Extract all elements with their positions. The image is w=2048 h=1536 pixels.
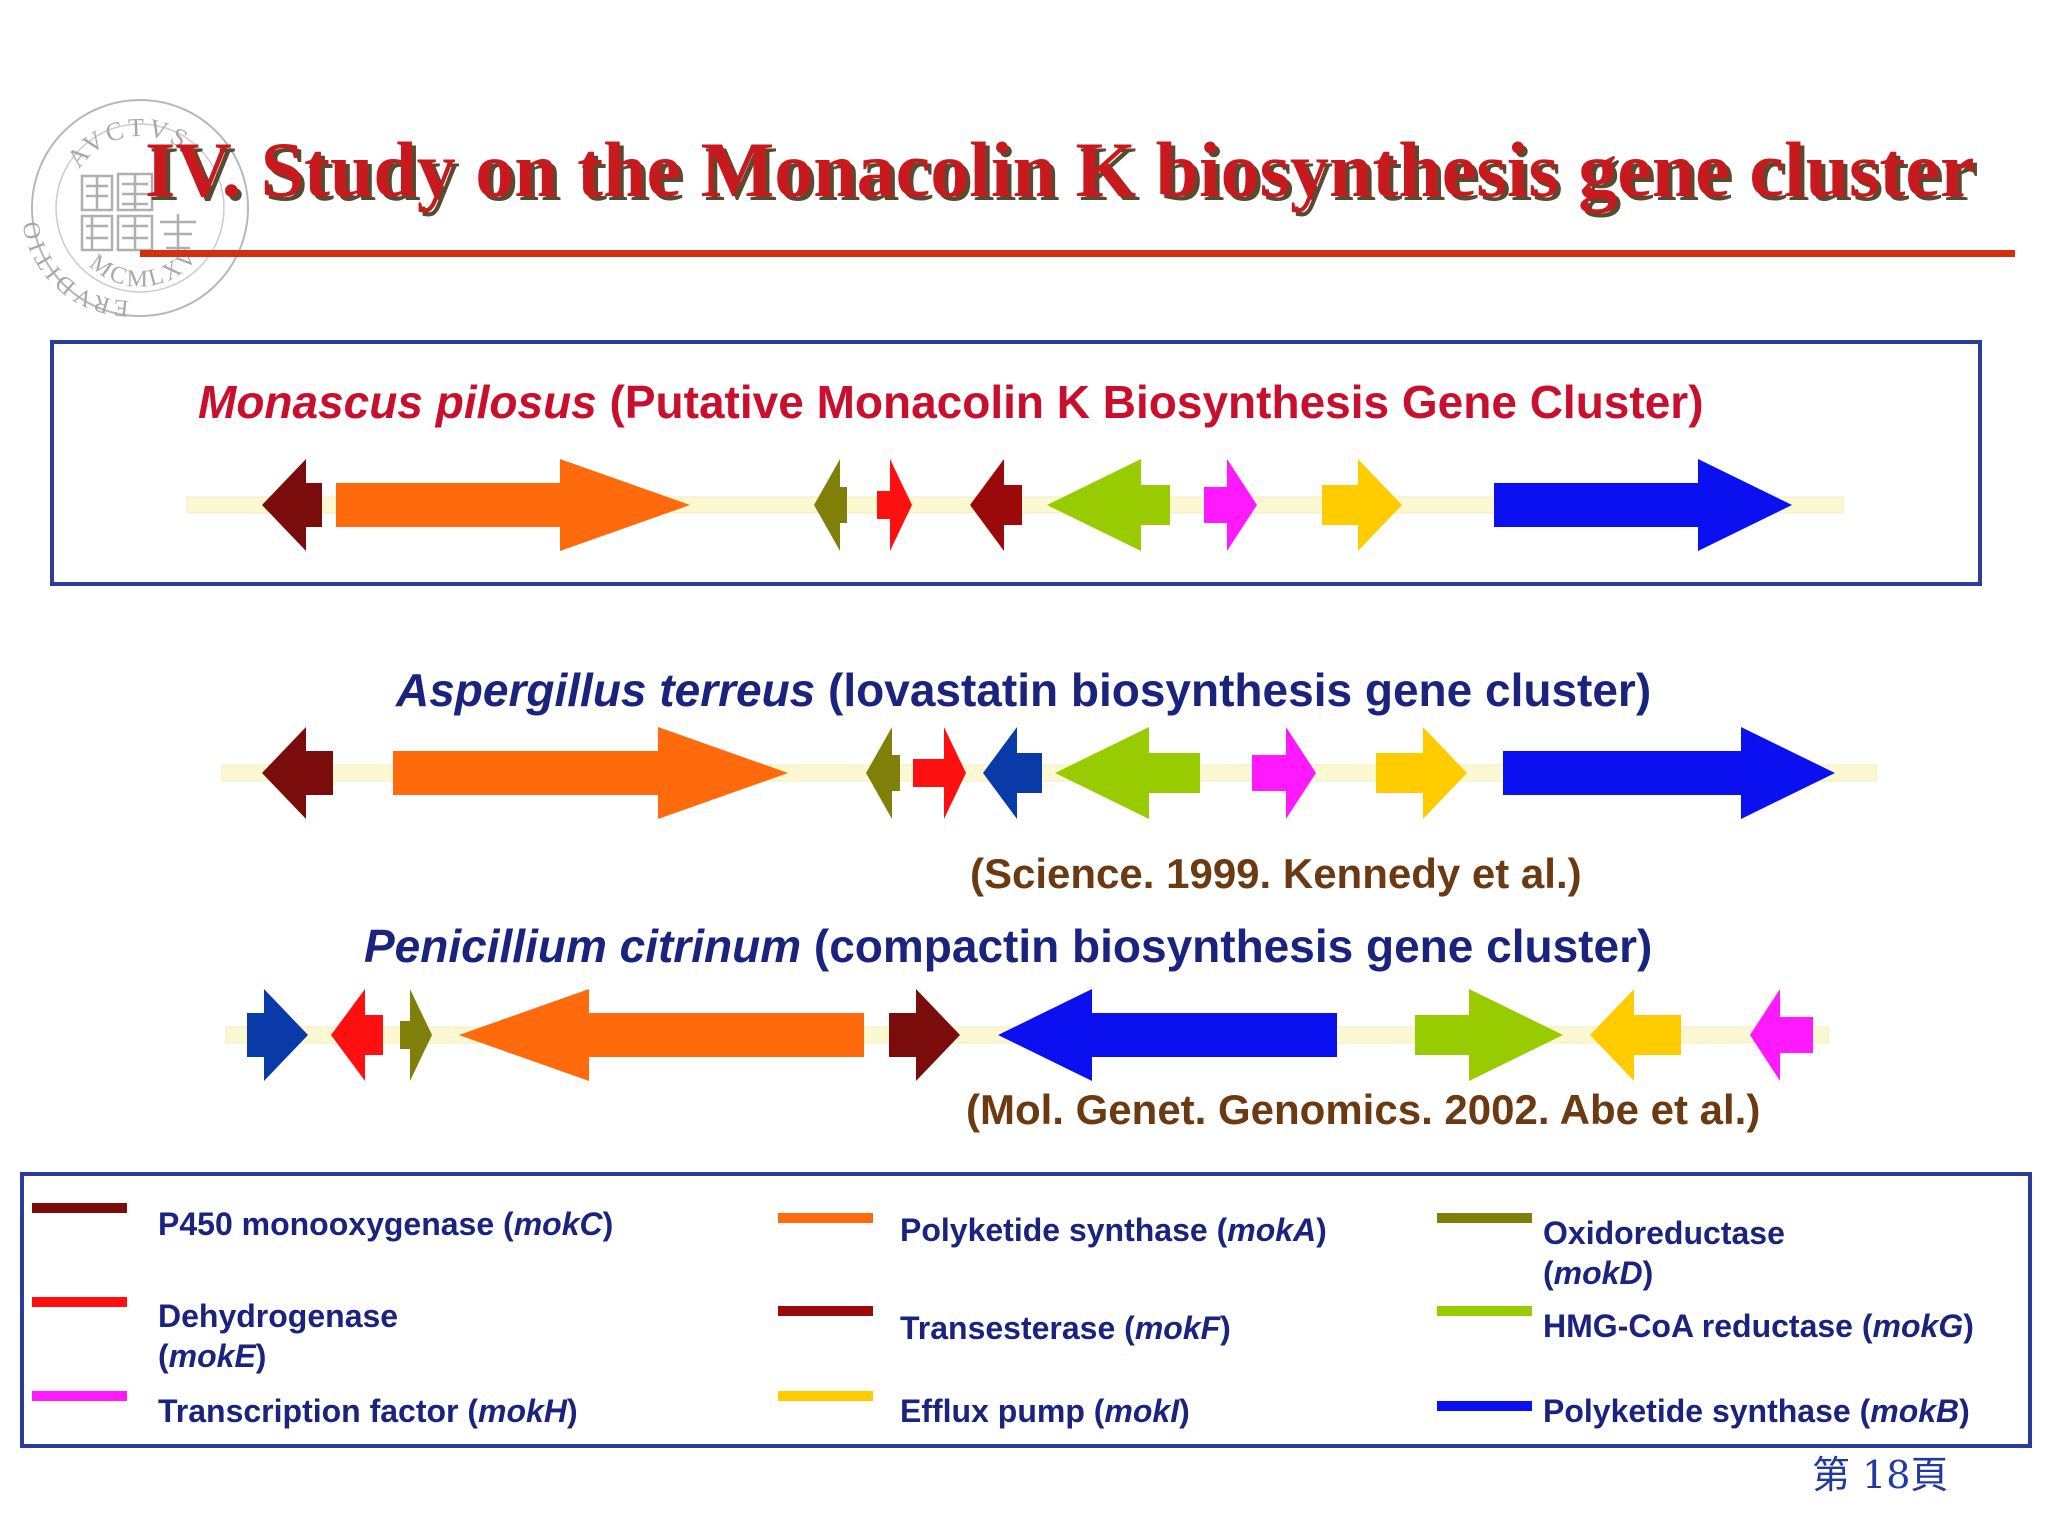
gene-arrow [1322, 459, 1402, 551]
gene-arrow [866, 727, 900, 819]
legend-swatch [32, 1391, 127, 1401]
legend-gene-name: mokF [1134, 1310, 1221, 1346]
legend-label: P450 monooxygenase (mokC) [158, 1206, 614, 1242]
legend-swatch [1437, 1213, 1532, 1223]
gene-arrow [262, 727, 333, 819]
gene-arrow [1590, 989, 1681, 1081]
gene-arrow [1047, 459, 1170, 551]
gene-arrow [1204, 459, 1257, 551]
gene-arrow [1750, 989, 1813, 1081]
monascus-gene-cluster-map [186, 459, 1844, 551]
gene-arrow [1376, 727, 1467, 819]
gene-arrow [983, 727, 1042, 819]
aspergillus-cluster-description: (lovastatin biosynthesis gene cluster) [828, 664, 1652, 716]
gene-arrow [1252, 727, 1316, 819]
gene-arrow [877, 459, 912, 551]
gene-arrow [913, 727, 966, 819]
legend-gene-name: mokC [513, 1206, 603, 1242]
gene-arrow [459, 989, 864, 1081]
legend-swatch [1437, 1401, 1532, 1411]
gene-arrow [889, 989, 960, 1081]
legend-gene-name: mokA [1227, 1212, 1317, 1248]
gene-arrow [1503, 727, 1835, 819]
gene-legend-box [20, 1172, 2032, 1448]
gene-arrow [331, 989, 383, 1081]
gene-arrow [1415, 989, 1563, 1081]
gene-arrow [998, 989, 1337, 1081]
penicillium-cluster-heading: Penicillium citrinum (compactin biosynth… [364, 918, 1652, 974]
legend-label: Oxidoreductase(mokD) [1543, 1215, 1785, 1291]
legend-label: Polyketide synthase (mokA) [900, 1212, 1327, 1248]
monascus-cluster-description: (Putative Monacolin K Biosynthesis Gene … [609, 376, 1704, 428]
gene-arrow [393, 727, 788, 819]
legend-label: Dehydrogenase(mokE) [158, 1298, 399, 1374]
gene-arrow [336, 459, 690, 551]
penicillium-cluster-description: (compactin biosynthesis gene cluster) [813, 920, 1653, 972]
legend-gene-name: mokH [478, 1393, 567, 1429]
gene-arrow [400, 989, 432, 1081]
legend-gene-name: mokE [168, 1338, 256, 1374]
title-underline [140, 250, 2015, 257]
gene-arrow [814, 459, 847, 551]
penicillium-reference: (Mol. Genet. Genomics. 2002. Abe et al.) [966, 1086, 1761, 1133]
monascus-species-name: Monascus pilosus [198, 376, 597, 428]
slide-title: IV. Study on the Monacolin K biosynthesi… [145, 126, 1975, 213]
penicillium-gene-cluster-map [225, 989, 1829, 1081]
legend-swatch [32, 1203, 127, 1213]
gene-arrow [970, 459, 1022, 551]
legend-swatch [32, 1297, 127, 1307]
legend-label: Transcription factor (mokH) [158, 1393, 578, 1429]
university-seal-logo: AVCTVS ERVDITIO MCMLXV [20, 99, 249, 321]
gene-arrow [1494, 459, 1792, 551]
legend-swatch [778, 1213, 873, 1223]
page-number: 第 18頁 [1812, 1453, 1949, 1497]
monascus-cluster-heading: Monascus pilosus (Putative Monacolin K B… [198, 374, 1704, 430]
legend-label: Transesterase (mokF) [900, 1310, 1231, 1346]
aspergillus-species-name: Aspergillus terreus [396, 664, 816, 716]
monascus-cluster-box [50, 340, 1982, 586]
aspergillus-cluster-heading: Aspergillus terreus (lovastatin biosynth… [396, 662, 1651, 718]
penicillium-species-name: Penicillium citrinum [364, 920, 802, 972]
legend-swatch [1437, 1306, 1532, 1316]
gene-arrow [247, 989, 308, 1081]
gene-arrow [262, 459, 322, 551]
aspergillus-reference: (Science. 1999. Kennedy et al.) [970, 850, 1582, 897]
aspergillus-gene-cluster-map [221, 727, 1877, 819]
legend-gene-name: mokG [1872, 1308, 1964, 1344]
legend-label: HMG-CoA reductase (mokG) [1543, 1308, 1974, 1344]
legend-label: Polyketide synthase (mokB) [1543, 1393, 1970, 1429]
legend-gene-name: mokD [1553, 1255, 1643, 1291]
legend-swatch [778, 1391, 873, 1401]
legend-label: Efflux pump (mokI) [900, 1393, 1190, 1429]
legend-gene-name: mokB [1870, 1393, 1960, 1429]
legend-swatch [778, 1306, 873, 1316]
gene-arrow [1055, 727, 1200, 819]
legend-gene-name: mokI [1104, 1393, 1180, 1429]
